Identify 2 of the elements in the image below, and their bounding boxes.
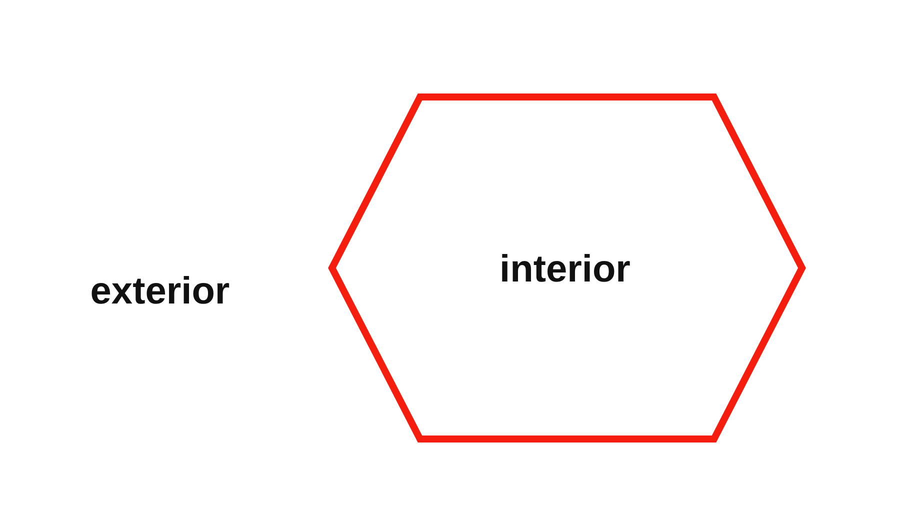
region-label: exterior	[90, 270, 230, 314]
node-label: interior	[500, 248, 630, 292]
